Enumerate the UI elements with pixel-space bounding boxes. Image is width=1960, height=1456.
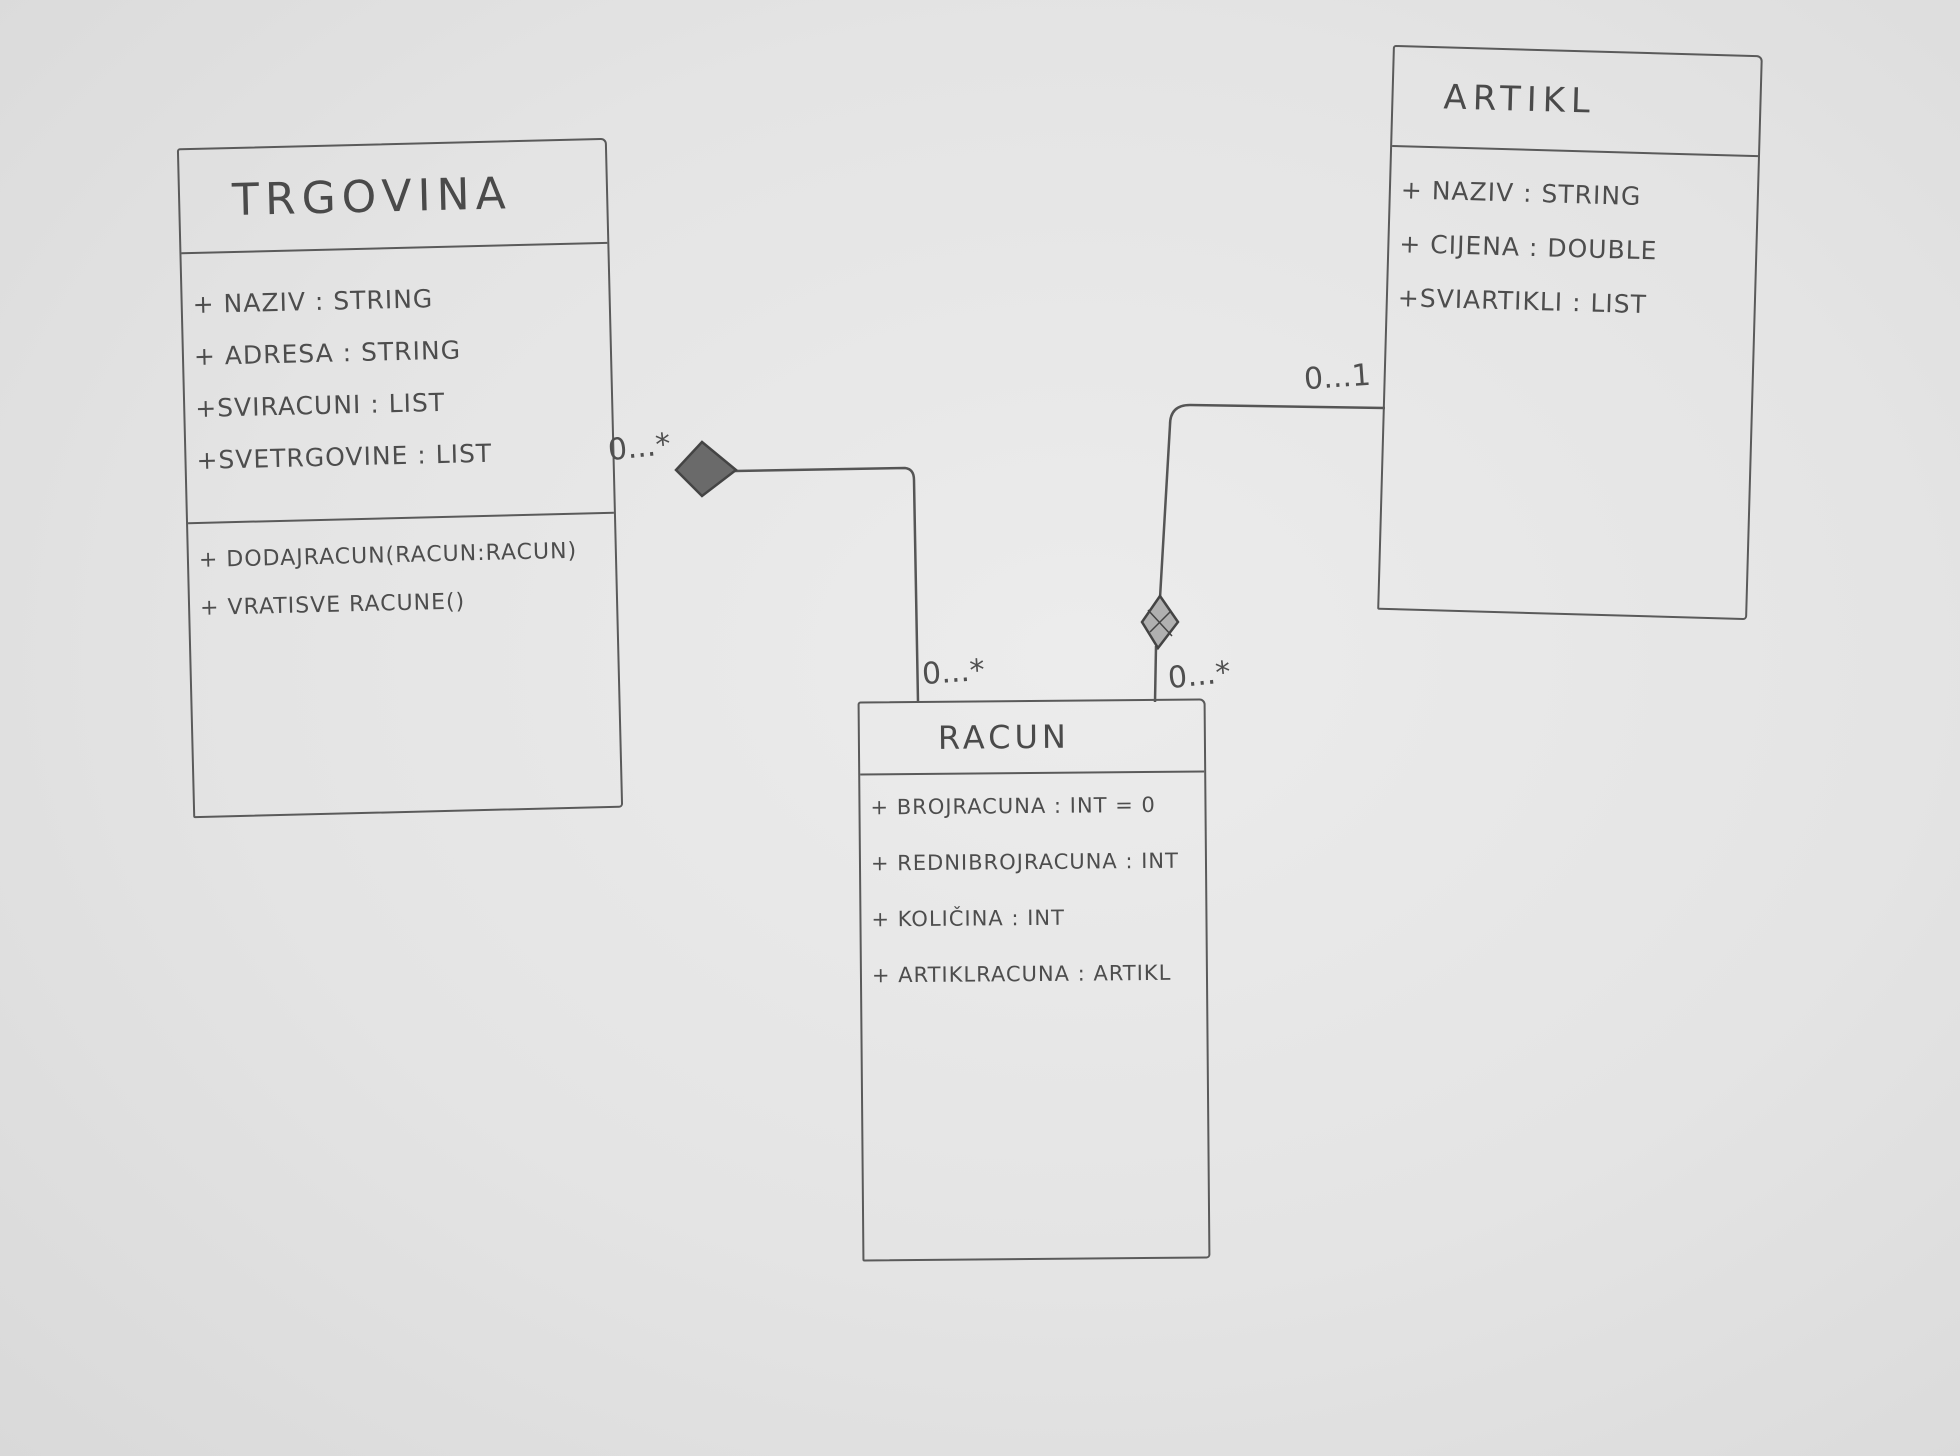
association-line-trgovina-racun [675, 466, 920, 703]
aggregation-diamond-hatch [1149, 611, 1171, 633]
attributes-section: + BROJRACUNA : INT = 0 + REDNIBROJRACUNA… [860, 773, 1206, 1020]
class-name: ARTIKL [1392, 46, 1761, 158]
class-artikl: ARTIKL + NAZIV : STRING + CIJENA : DOUBL… [1377, 44, 1763, 621]
attribute: + BROJRACUNA : INT = 0 [870, 792, 1156, 820]
class-name: RACUN [859, 700, 1205, 776]
class-racun: RACUN + BROJRACUNA : INT = 0 + REDNIBROJ… [857, 698, 1211, 1262]
attribute: + CIJENA : DOUBLE [1399, 229, 1658, 266]
association-line-artikl-racun [1158, 403, 1386, 599]
attributes-section: + NAZIV : STRING + CIJENA : DOUBLE +SVIA… [1387, 147, 1758, 347]
association-line-artikl-racun-tail [1153, 645, 1158, 703]
multiplicity-label: 0...* [920, 652, 986, 693]
multiplicity-label: 0...* [606, 426, 673, 469]
attribute: + REDNIBROJRACUNA : INT [870, 848, 1180, 876]
attributes-section: + NAZIV : STRING + ADRESA : STRING +SVIR… [181, 243, 614, 525]
multiplicity-label: 0...1 [1302, 357, 1372, 398]
operations-section: + DODAJRACUN(RACUN:RACUN) + VRATISVE RAC… [188, 514, 617, 644]
multiplicity-label: 0...* [1166, 654, 1233, 697]
composition-diamond [674, 440, 739, 498]
class-name: TRGOVINA [178, 139, 608, 255]
class-trgovina: TRGOVINA + NAZIV : STRING + ADRESA : STR… [176, 137, 624, 819]
attribute: + KOLIČINA : INT [871, 905, 1065, 932]
operation: + VRATISVE RACUNE() [199, 589, 466, 621]
attribute: + NAZIV : STRING [1400, 175, 1642, 211]
attribute: +SVIARTIKLI : LIST [1397, 283, 1648, 320]
attribute: + ARTIKLRACUNA : ARTIKL [871, 960, 1172, 988]
attribute: +SVETRGOVINE : LIST [196, 438, 493, 475]
